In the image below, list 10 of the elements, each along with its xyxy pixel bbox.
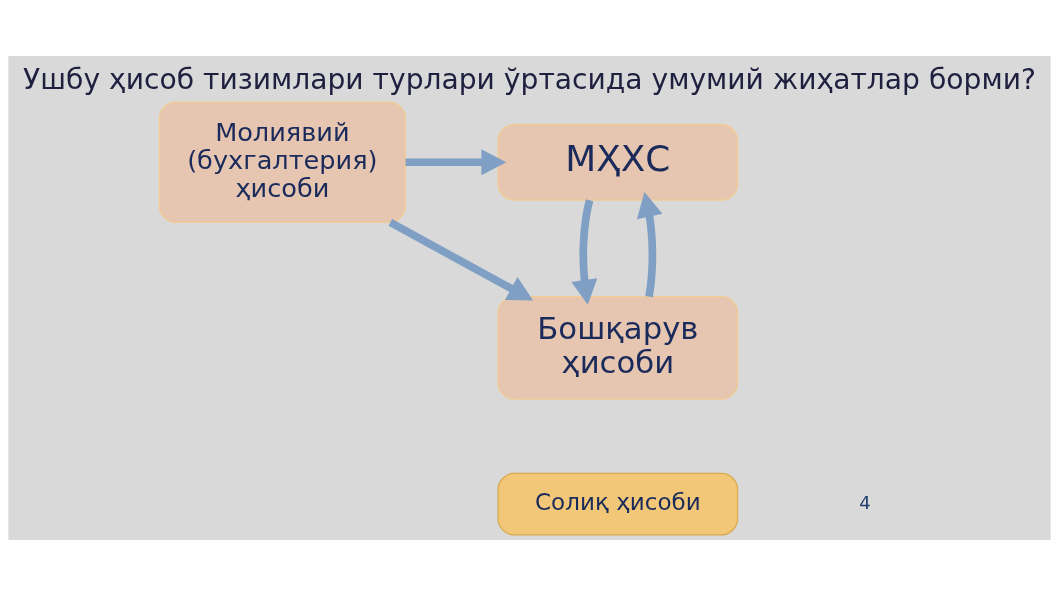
arrow <box>571 199 598 305</box>
node-box: Солиқ ҳисоби <box>497 472 739 536</box>
arrow <box>388 219 534 301</box>
node-box: Молиявий (бухгалтерия) ҳисоби <box>158 101 406 224</box>
diagram-title: Ушбу ҳисоб тизимлари турлари ўртасида умумий жиҳатлар борми? <box>23 62 1036 96</box>
node-box: Бошқарув ҳисоби <box>497 296 739 400</box>
arrow <box>636 192 663 298</box>
node-box: МҲХС <box>497 123 739 201</box>
arrow <box>405 149 507 176</box>
label: 4 <box>859 491 871 513</box>
